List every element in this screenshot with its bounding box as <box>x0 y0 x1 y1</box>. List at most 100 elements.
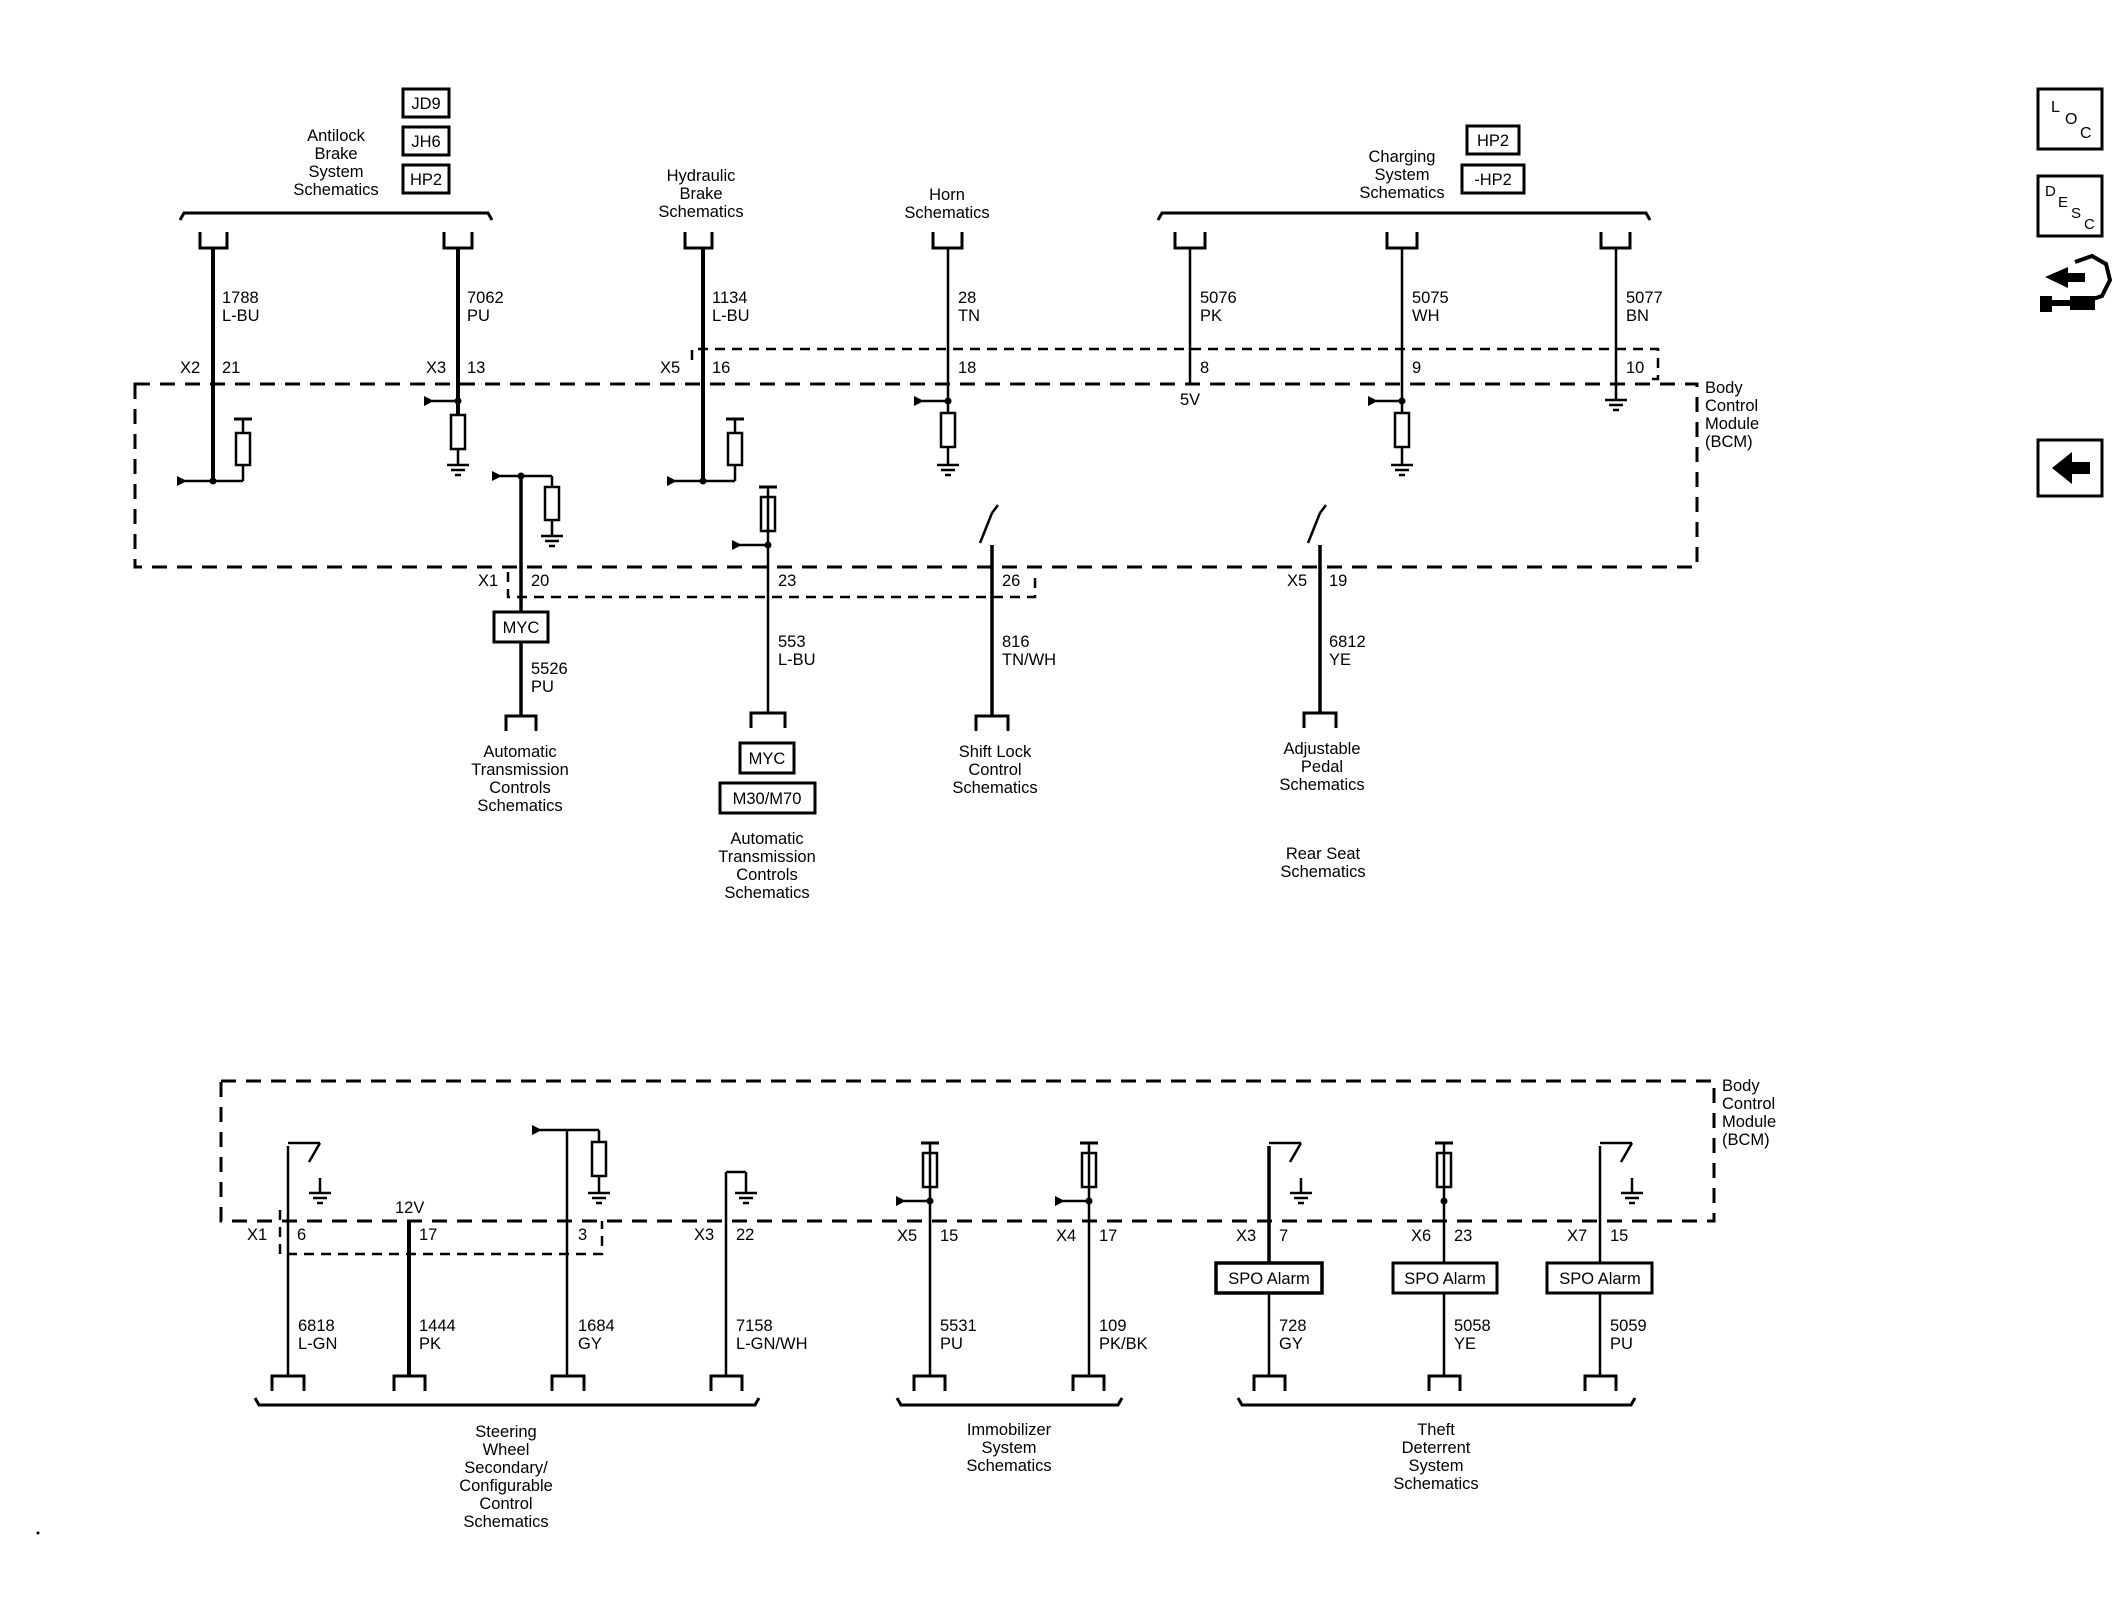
svg-text:728: 728 <box>1279 1317 1307 1335</box>
bottom-bcm-module: Body Control Module (BCM) <box>219 1077 1776 1223</box>
svg-text:5058: 5058 <box>1454 1317 1491 1335</box>
switch-contact <box>307 1142 322 1163</box>
svg-text:Schematics: Schematics <box>966 1457 1051 1475</box>
svg-text:PU: PU <box>467 307 490 325</box>
top-bcm-label-4: (BCM) <box>1705 433 1753 451</box>
svg-text:TN/WH: TN/WH <box>1002 651 1056 669</box>
svg-text:L-GN: L-GN <box>298 1335 337 1353</box>
svg-text:L: L <box>2051 99 2060 116</box>
svg-text:Rear Seat: Rear Seat <box>1286 845 1361 863</box>
pin-19: 19 <box>1329 572 1347 590</box>
pin-16: 16 <box>712 359 730 377</box>
loc-button[interactable]: L O C <box>2036 87 2104 151</box>
pin-23-bottom: 23 <box>1454 1227 1472 1245</box>
back-arrow-icon <box>2052 452 2090 484</box>
svg-text:PK: PK <box>419 1335 441 1353</box>
svg-text:Schematics: Schematics <box>658 203 743 221</box>
wire-5526: X1 20 MYC 5526 PU Automatic Transmission… <box>471 471 569 815</box>
svg-text:5526: 5526 <box>531 660 568 678</box>
pin-18: 18 <box>958 359 976 377</box>
option-box-m30-m70 <box>718 781 817 815</box>
desc-button[interactable]: D E S C <box>2036 174 2104 238</box>
abs-terminal-2 <box>442 232 474 250</box>
svg-text:YE: YE <box>1329 651 1351 669</box>
svg-text:5059: 5059 <box>1610 1317 1647 1335</box>
pin-10: 10 <box>1626 359 1644 377</box>
steering-destination: Steering Wheel Secondary/ Configurable C… <box>253 1397 761 1531</box>
svg-text:Schematics: Schematics <box>952 779 1037 797</box>
wire-1444: 12V 17 1444 PK <box>392 1199 456 1391</box>
svg-text:L-BU: L-BU <box>222 307 260 325</box>
option-hp2-abs-text: HP2 <box>410 171 442 189</box>
svg-text:28: 28 <box>958 289 976 307</box>
svg-text:Horn: Horn <box>929 186 965 204</box>
pin-17-bottom-a: 17 <box>419 1226 437 1244</box>
x5-connector-outline <box>690 347 1660 381</box>
svg-text:Automatic: Automatic <box>483 743 556 761</box>
svg-text:L-GN/WH: L-GN/WH <box>736 1335 808 1353</box>
svg-text:6818: 6818 <box>298 1317 335 1335</box>
pulldown-resistor <box>449 413 467 451</box>
svg-text:1444: 1444 <box>419 1317 456 1335</box>
pin-17-bottom-b: 17 <box>1099 1227 1117 1245</box>
svg-text:Body: Body <box>1722 1077 1760 1095</box>
svg-text:E: E <box>2058 194 2068 211</box>
wire-728: X3 7 SPO Alarm 728 GY <box>1214 1141 1324 1391</box>
svg-text:5076: 5076 <box>1200 289 1237 307</box>
svg-text:Shift Lock: Shift Lock <box>959 743 1032 761</box>
svg-text:GY: GY <box>578 1335 602 1353</box>
back-button[interactable] <box>2036 438 2104 498</box>
svg-text:M30/M70: M30/M70 <box>733 790 802 808</box>
wire-6812: X5 19 6812 YE Adjustable Pedal Schematic… <box>1279 504 1366 881</box>
pin-26: 26 <box>1002 572 1020 590</box>
svg-text:Transmission: Transmission <box>718 848 816 866</box>
wire-816: 26 816 TN/WH Shift Lock Control Schemati… <box>952 504 1056 797</box>
x1-bottom-connector-outline <box>278 1210 604 1256</box>
svg-text:Schematics: Schematics <box>1280 863 1365 881</box>
immobilizer-destination: Immobilizer System Schematics <box>895 1397 1124 1475</box>
abs-title-3: System <box>308 163 363 181</box>
scan-dot <box>36 1531 40 1535</box>
svg-text:Pedal: Pedal <box>1301 758 1343 776</box>
svg-text:-HP2: -HP2 <box>1474 171 1512 189</box>
wire-1684: 3 1684 GY <box>532 1125 615 1391</box>
conn-x5: X5 <box>660 359 680 377</box>
abs-bracket <box>178 211 494 221</box>
top-bcm-label-1: Body <box>1705 379 1743 397</box>
option-box-not-hp2 <box>1460 163 1526 195</box>
wire-28: 28 TN 18 <box>914 248 980 477</box>
svg-text:7062: 7062 <box>467 289 504 307</box>
svg-text:Controls: Controls <box>489 779 550 797</box>
connector-tools-button[interactable] <box>2040 253 2113 312</box>
pin-15-bottom-b: 15 <box>1610 1227 1628 1245</box>
svg-text:Schematics: Schematics <box>904 204 989 222</box>
svg-text:Adjustable: Adjustable <box>1283 740 1360 758</box>
pullup-resistor <box>234 431 252 467</box>
svg-text:L-BU: L-BU <box>712 307 750 325</box>
wire-5075: 5075 WH 9 <box>1368 248 1449 477</box>
pin-7: 7 <box>1279 1227 1288 1245</box>
svg-text:S: S <box>2071 205 2081 222</box>
svg-text:5077: 5077 <box>1626 289 1663 307</box>
svg-text:TN: TN <box>958 307 980 325</box>
svg-text:BN: BN <box>1626 307 1649 325</box>
svg-text:YE: YE <box>1454 1335 1476 1353</box>
conn-x1: X1 <box>478 572 498 590</box>
abs-title-4: Schematics <box>293 181 378 199</box>
svg-text:PU: PU <box>940 1335 963 1353</box>
svg-text:Schematics: Schematics <box>724 884 809 902</box>
x1-connector-outline <box>506 572 1037 599</box>
top-bcm-label-2: Control <box>1705 397 1758 415</box>
top-bcm-boundary <box>133 382 1699 569</box>
wire-5059: X7 15 SPO Alarm 5059 PU <box>1545 1141 1654 1391</box>
conn-x6: X6 <box>1411 1227 1431 1245</box>
svg-text:WH: WH <box>1412 307 1440 325</box>
svg-text:1788: 1788 <box>222 289 259 307</box>
svg-text:Automatic: Automatic <box>730 830 803 848</box>
abs-terminal-1 <box>198 232 229 250</box>
conn-x5-pedal: X5 <box>1287 572 1307 590</box>
svg-text:Schematics: Schematics <box>1393 1475 1478 1493</box>
pin-6: 6 <box>297 1226 306 1244</box>
wire-5076: 5076 PK 8 5V <box>1180 248 1237 409</box>
conn-x4: X4 <box>1056 1227 1076 1245</box>
